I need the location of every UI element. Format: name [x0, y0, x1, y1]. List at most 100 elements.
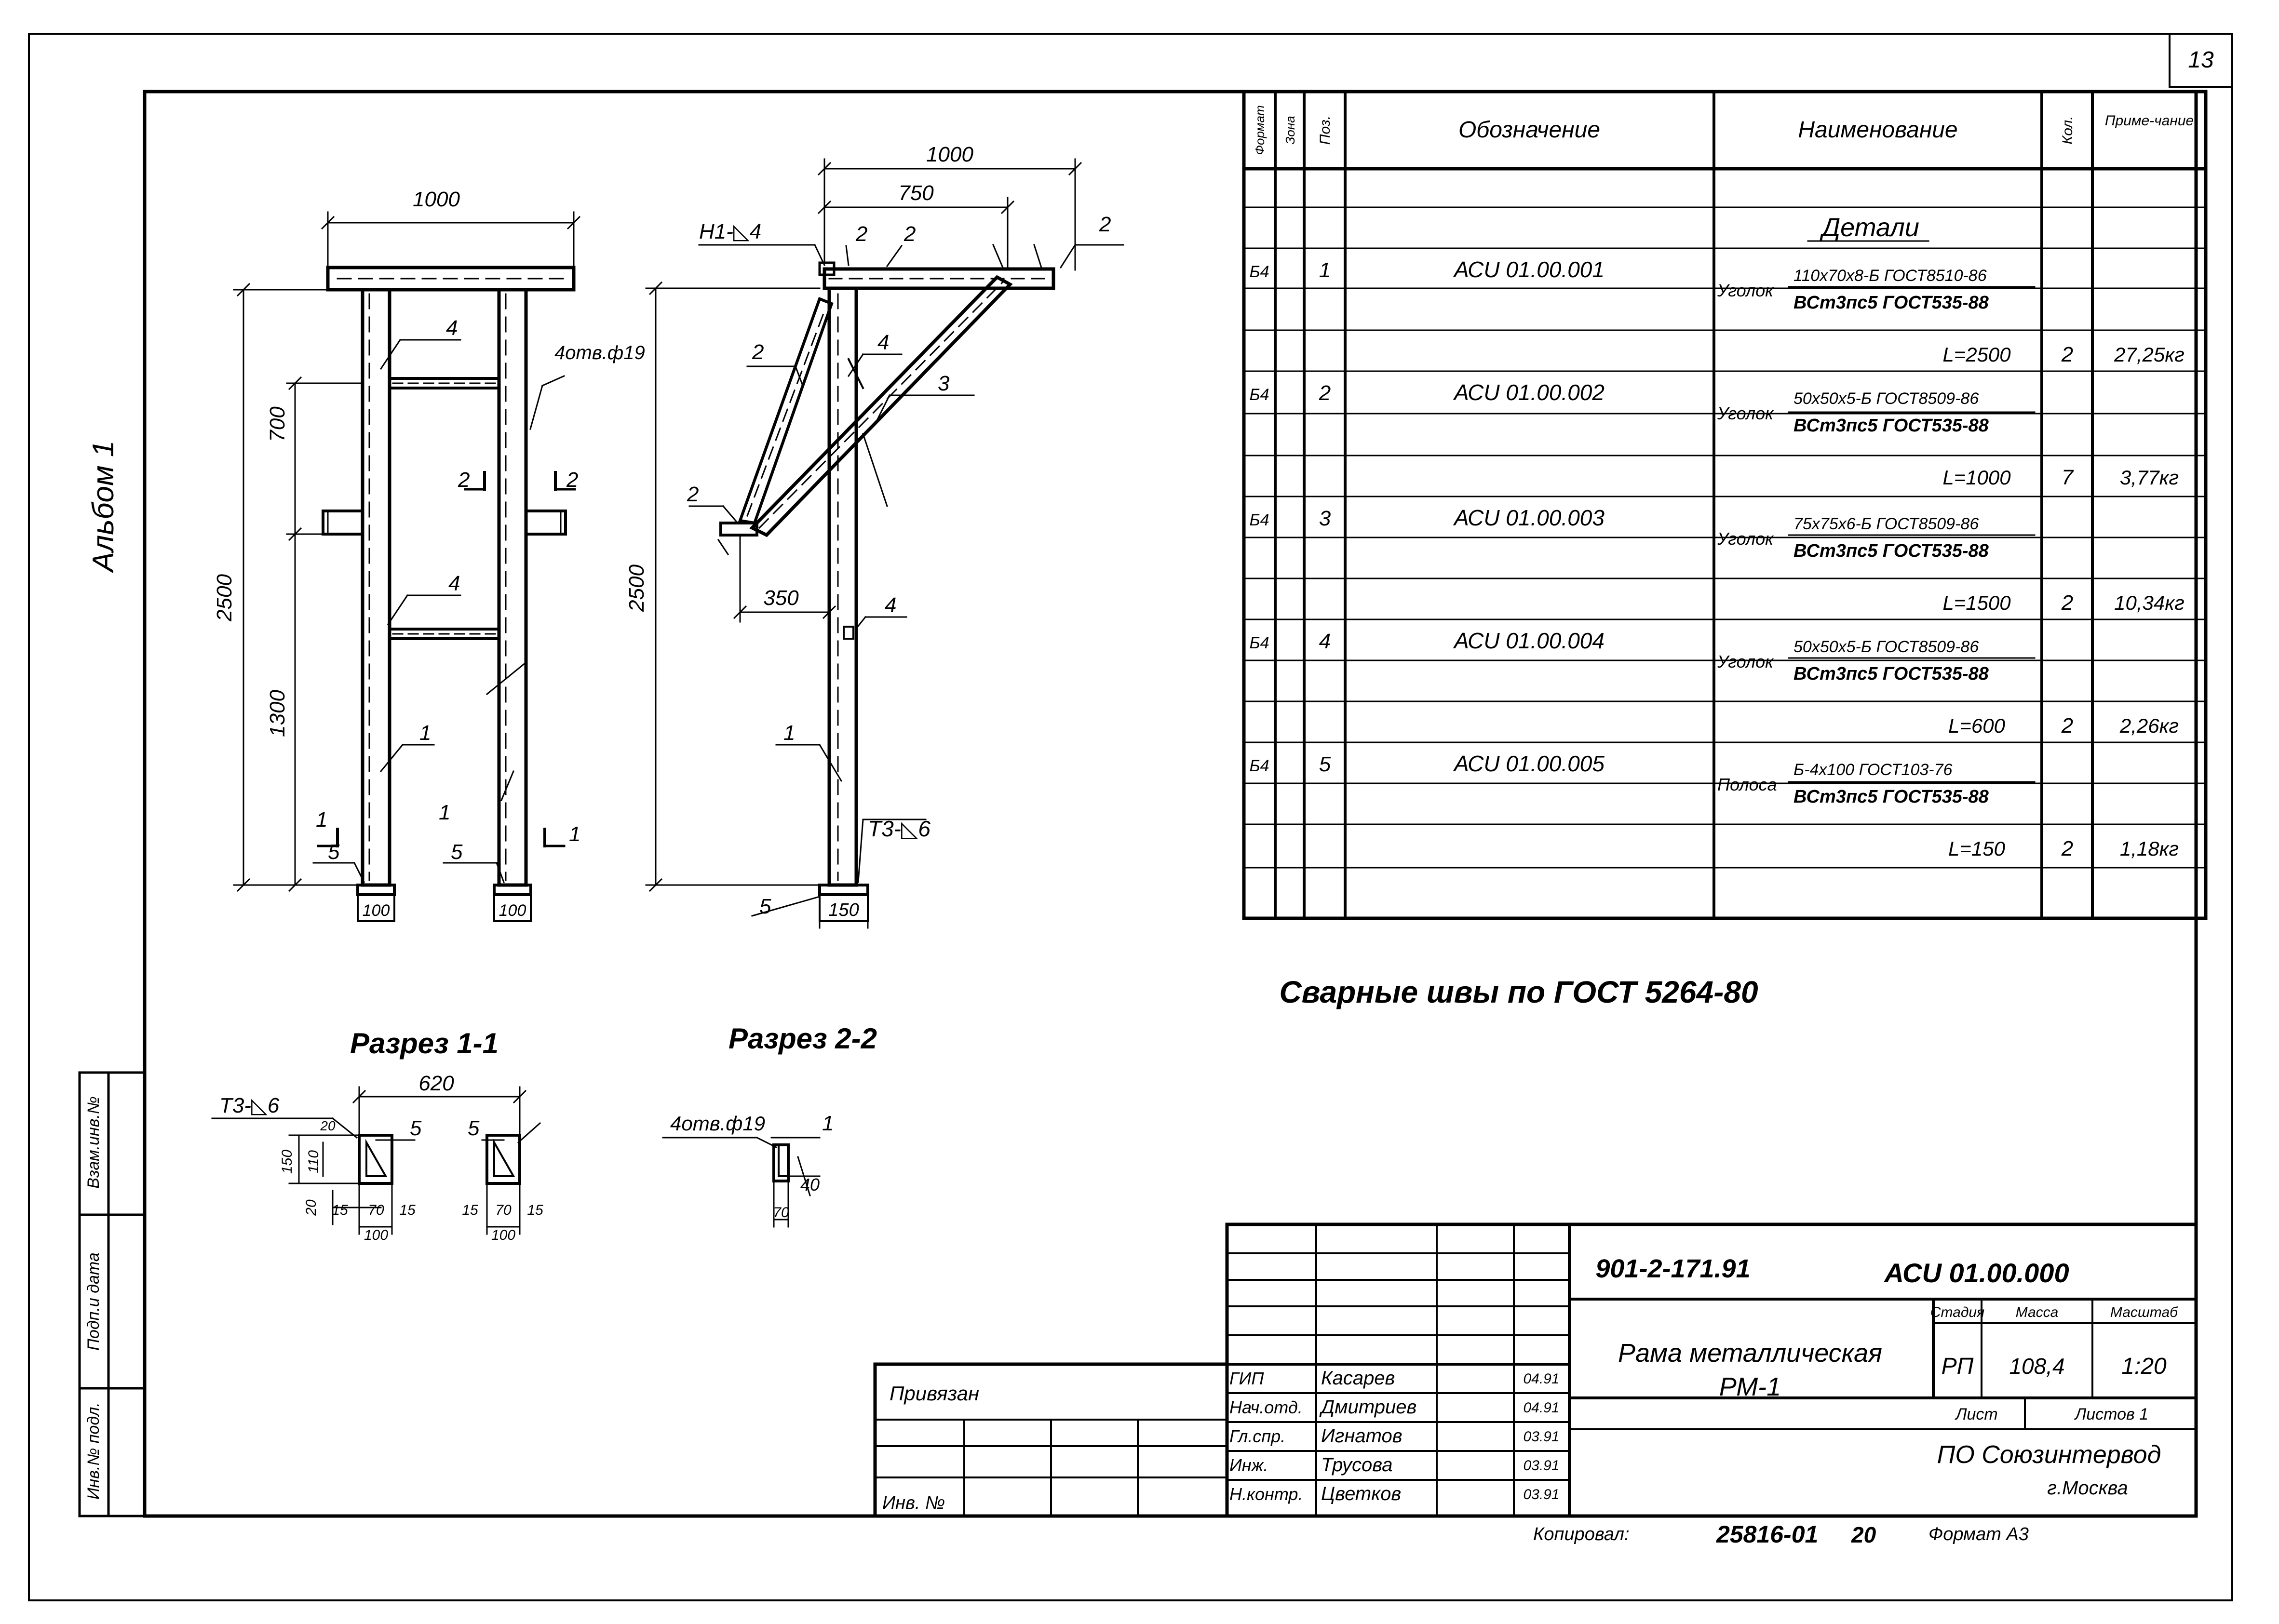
spec-format: Б4: [1249, 386, 1269, 404]
front-pos-4-bottom: 4: [448, 572, 460, 595]
side-pos-4-top: 4: [877, 331, 889, 354]
front-view: [233, 211, 581, 922]
section-1-1-title: Разрез 1-1: [350, 1027, 499, 1060]
front-dim-total: 2500: [213, 574, 236, 622]
spec-section-title: Детали: [1820, 213, 1919, 242]
signature-name: Трусова: [1321, 1454, 1393, 1476]
section-1-1-weld: Т3-◺6: [219, 1094, 280, 1117]
spec-qty: 7: [2062, 466, 2074, 489]
front-base-dim-right: 100: [499, 901, 526, 920]
front-dim-upper: 700: [266, 406, 289, 442]
welds-note: Сварные швы по ГОСТ 5264-80: [1279, 975, 1758, 1009]
spec-steel: ВСт3пс5 ГОСТ535-88: [1794, 541, 1989, 561]
spec-mass: 3,77кг: [2120, 466, 2179, 489]
section-2-2-dim-40: 40: [800, 1175, 820, 1195]
signature-role: Нач.отд.: [1229, 1397, 1303, 1417]
stamp-scale-label: Масштаб: [2110, 1304, 2178, 1320]
side-pos-2-a: 2: [855, 222, 867, 246]
side-pos-5: 5: [759, 895, 771, 918]
front-cut-2-left: 2: [458, 468, 470, 492]
spec-type: Полоса: [1717, 775, 1777, 794]
spec-designation: АСU 01.00.002: [1453, 380, 1605, 405]
spec-format: Б4: [1249, 263, 1269, 281]
spec-header-note: Приме-чание: [2105, 113, 2194, 129]
spec-steel: ВСт3пс5 ГОСТ535-88: [1794, 787, 1989, 807]
front-pos-5-right: 5: [451, 840, 463, 864]
section-1-1-dim-100-a: 100: [364, 1227, 388, 1243]
side-stamp-inv-orig: Инв.№ подл.: [84, 1402, 103, 1500]
side-pos-4-bottom: 4: [885, 593, 896, 617]
spec-type: Уголок: [1717, 529, 1774, 549]
spec-header-pos: Поз.: [1317, 116, 1333, 145]
spec-mass: 10,34кг: [2114, 591, 2185, 614]
section-1-1-dim-110: 110: [306, 1150, 322, 1173]
spec-steel: ВСт3пс5 ГОСТ535-88: [1794, 416, 1989, 436]
spec-header-name: Наименование: [1798, 117, 1957, 143]
side-pos-3: 3: [938, 372, 950, 395]
specification-table: [1242, 90, 2208, 920]
signature-name: Цветков: [1321, 1483, 1401, 1504]
spec-designation: АСU 01.00.001: [1453, 257, 1605, 282]
section-1-1-pos-5-right: 5: [468, 1116, 480, 1140]
spec-profile: 50х50х5-Б ГОСТ8509-86: [1794, 389, 1979, 408]
section-1-1-dim-70-a: 70: [368, 1202, 384, 1218]
section-2-2: [662, 1136, 821, 1228]
signature-date: 03.91: [1523, 1429, 1559, 1445]
side-stamp-inv-repl: Взам.инв.№: [84, 1096, 103, 1188]
spec-pos: 5: [1319, 752, 1331, 776]
side-pos-2-d: 2: [752, 340, 764, 364]
signature-role: Инж.: [1229, 1455, 1268, 1475]
spec-type: Уголок: [1717, 403, 1774, 423]
stamp-doc: АСU 01.00.000: [1883, 1258, 2069, 1288]
spec-mass: 27,25кг: [2114, 343, 2185, 366]
section-1-1-dim-15-c: 15: [462, 1202, 478, 1218]
section-2-2-title: Разрез 2-2: [728, 1022, 877, 1055]
side-stamp-sign-date: Подп.и дата: [84, 1252, 103, 1350]
signature-name: Игнатов: [1321, 1425, 1402, 1447]
spec-length: L=600: [1948, 714, 2006, 737]
spec-header-qty: Кол.: [2060, 116, 2076, 145]
stamp-copy-num: 25816-01: [1716, 1521, 1818, 1548]
signature-date: 04.91: [1523, 1371, 1559, 1387]
stamp-sheet-label: Лист: [1955, 1405, 1998, 1423]
section-1-1-dim-15-b: 15: [399, 1202, 416, 1218]
stamp-org-1: ПО Союзинтервод: [1937, 1441, 2161, 1469]
stamp-copy: Копировал:: [1533, 1524, 1630, 1544]
spec-type: Уголок: [1717, 652, 1774, 671]
spec-length: L=1500: [1942, 591, 2011, 614]
left-side-stamp: [78, 1071, 146, 1517]
spec-designation: АСU 01.00.004: [1453, 628, 1605, 653]
stamp-sheets-label: Листов 1: [2074, 1405, 2148, 1423]
side-dim-750: 750: [898, 181, 934, 205]
spec-qty: 2: [2061, 714, 2073, 738]
front-base-dim-left: 100: [363, 901, 390, 920]
signature-name: Касарев: [1321, 1368, 1395, 1389]
spec-profile: 50х50х5-Б ГОСТ8509-86: [1794, 638, 1979, 656]
signature-date: 04.91: [1523, 1400, 1559, 1416]
signature-role: Н.контр.: [1229, 1484, 1303, 1504]
spec-mass: 2,26кг: [2119, 714, 2179, 737]
spec-steel: ВСт3пс5 ГОСТ535-88: [1794, 664, 1989, 684]
signature-date: 03.91: [1523, 1458, 1559, 1474]
stamp-code: 901-2-171.91: [1595, 1254, 1750, 1283]
stamp-inv: Инв. №: [882, 1493, 945, 1513]
spec-length: L=150: [1948, 837, 2006, 860]
spec-header-zone: Зона: [1283, 116, 1297, 144]
section-1-1-dim-620: 620: [418, 1072, 454, 1095]
spec-pos: 4: [1319, 630, 1331, 653]
side-pos-2-b: 2: [904, 222, 916, 246]
front-pos-1-right: 1: [439, 801, 450, 824]
spec-format: Б4: [1249, 757, 1269, 775]
side-dim-350: 350: [763, 586, 799, 610]
album-label: Альбом 1: [87, 441, 120, 574]
section-1-1-pos-5-left: 5: [410, 1116, 422, 1140]
spec-qty: 2: [2061, 591, 2073, 615]
spec-profile: Б-4х100 ГОСТ103-76: [1794, 761, 1952, 779]
section-1-1-dim-70-b: 70: [495, 1202, 512, 1218]
signature-role: ГИП: [1229, 1369, 1264, 1388]
section-1-1-dim-20-bottom: 20: [303, 1199, 319, 1216]
side-pos-1: 1: [783, 721, 795, 745]
spec-designation: АСU 01.00.003: [1453, 505, 1605, 530]
